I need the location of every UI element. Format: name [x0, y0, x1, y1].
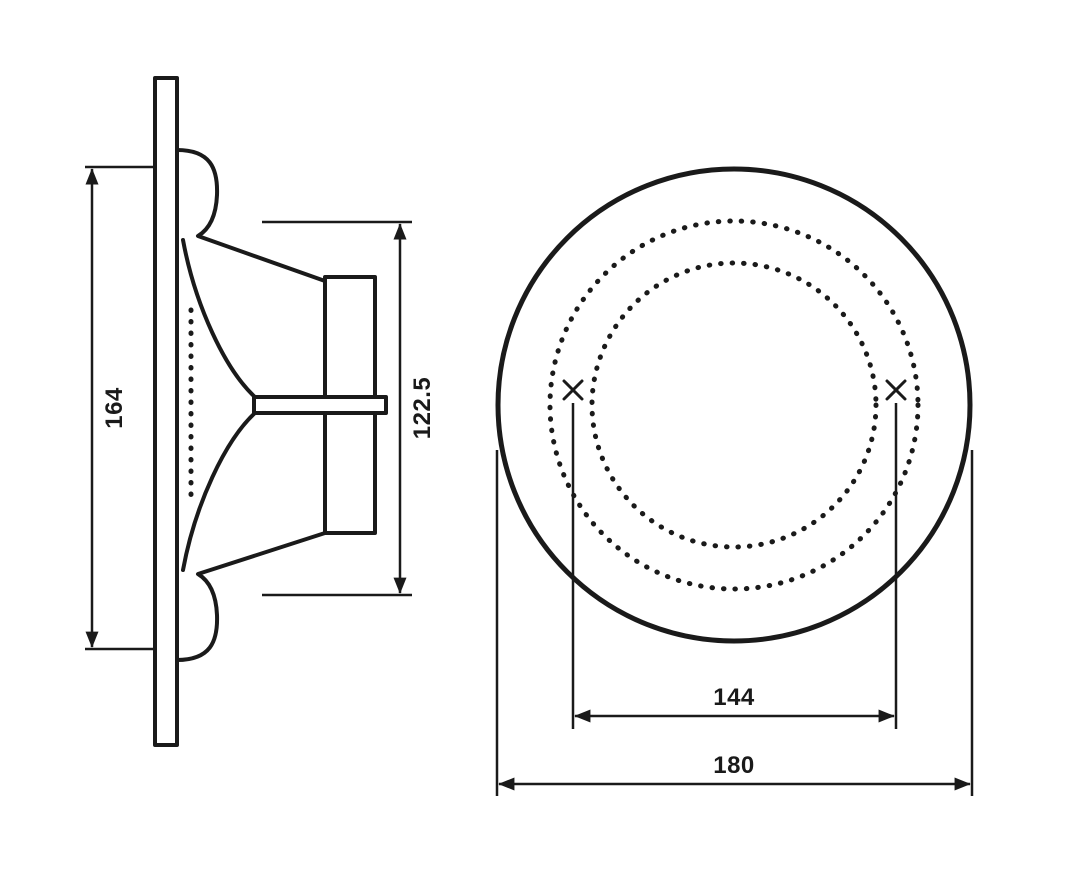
- dim-label-164: 164: [101, 387, 128, 429]
- mounting-hole-marker-right: [885, 379, 907, 401]
- mounting-flange: [153, 76, 179, 747]
- speaker-lip-bottom: [175, 531, 327, 662]
- cross-line: [562, 379, 584, 401]
- front-view: [495, 166, 973, 644]
- pole-piece: [252, 395, 388, 415]
- dim-label-180: 180: [713, 752, 755, 779]
- dimension-180: 180: [495, 450, 974, 796]
- cone-inner-bottom: [181, 410, 258, 572]
- dimension-122-5: 122.5: [262, 220, 436, 597]
- cone-inner-top: [181, 238, 258, 400]
- dim-label-144: 144: [713, 684, 755, 711]
- dim-label-122-5: 122.5: [409, 377, 436, 440]
- dotted-circle-inner: [589, 260, 879, 550]
- cross-line: [885, 379, 907, 401]
- side-view: [153, 76, 388, 747]
- speaker-lip-top: [175, 148, 327, 283]
- mounting-hole-marker-left: [562, 379, 584, 401]
- dimension-164: 164: [85, 165, 155, 651]
- dotted-circle-outer: [547, 218, 921, 592]
- dimension-144: 144: [571, 403, 898, 729]
- outer-rim-circle: [495, 166, 973, 644]
